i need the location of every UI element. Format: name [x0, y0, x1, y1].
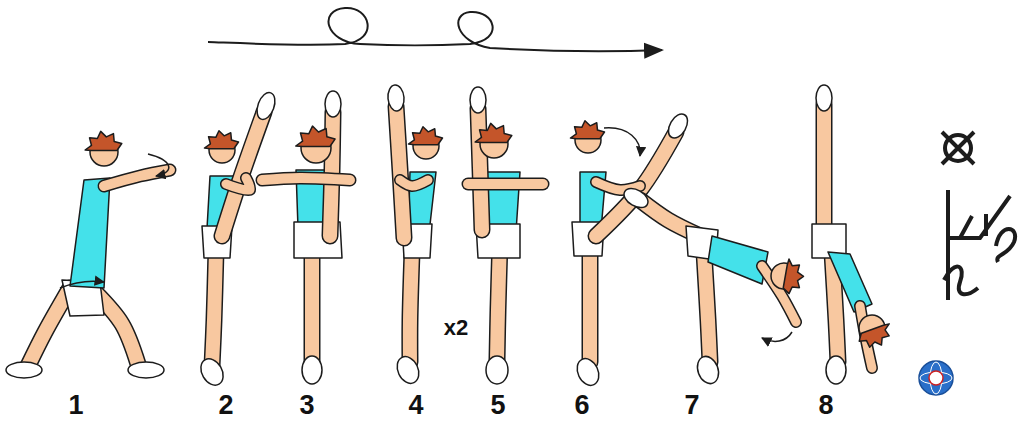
callout-number: 5 — [490, 392, 505, 419]
callout-number: 2 — [218, 392, 233, 419]
callout-number: 6 — [574, 392, 589, 419]
callout-number: 3 — [299, 392, 314, 419]
callout-number: 1 — [68, 392, 83, 419]
callout-number: 7 — [684, 392, 699, 419]
callout-number: 4 — [408, 392, 423, 419]
callout-number: 8 — [818, 392, 833, 419]
repeat-count: x2 — [444, 317, 468, 339]
